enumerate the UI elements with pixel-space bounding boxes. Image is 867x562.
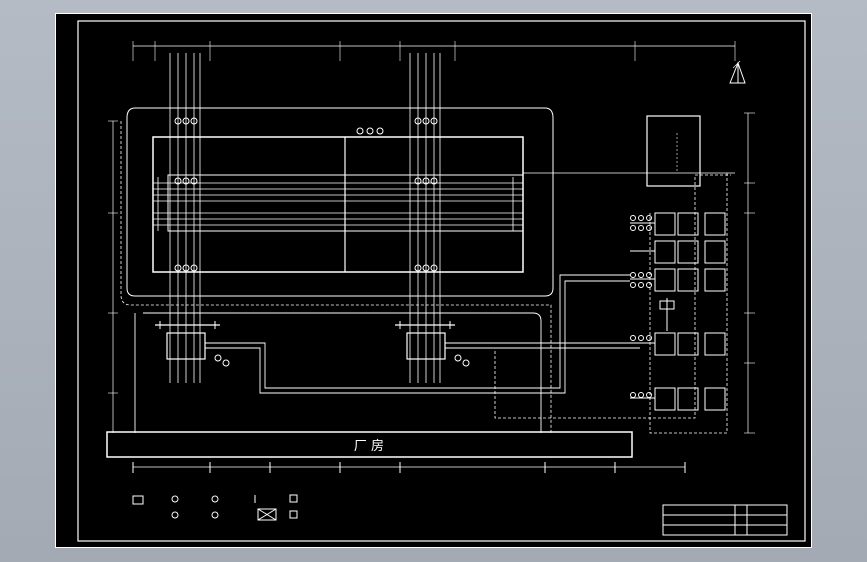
cable-terminals [174,117,438,272]
drawing-sheet[interactable]: 厂 房 [55,13,812,548]
yard-upper [152,136,524,273]
top-dimension-line [132,41,736,61]
switchgear-enclosure [649,173,728,434]
substation-fence-dashed [120,121,552,433]
cable-route-1 [205,280,630,394]
factory-building [106,431,633,458]
sheet-outer-border [55,13,812,548]
substation-fence [126,107,554,297]
cable-route-2 [205,274,630,389]
legend [132,494,298,521]
transformer-right [395,321,470,367]
north-arrow-icon [729,60,746,84]
lower-area [143,312,542,433]
legend-symbol-icon [257,508,277,521]
factory-label: 厂 房 [354,438,384,454]
switchgear-terminals [630,215,652,398]
switchgear-rows [630,212,726,411]
transformer-left [155,321,230,367]
bottom-dimension-line [132,462,686,473]
cable-route-dashed [494,174,731,419]
sheet-inner-border [77,20,806,542]
drawing-svg: 厂 房 [55,13,812,548]
control-building [646,115,701,187]
title-block [662,504,788,536]
